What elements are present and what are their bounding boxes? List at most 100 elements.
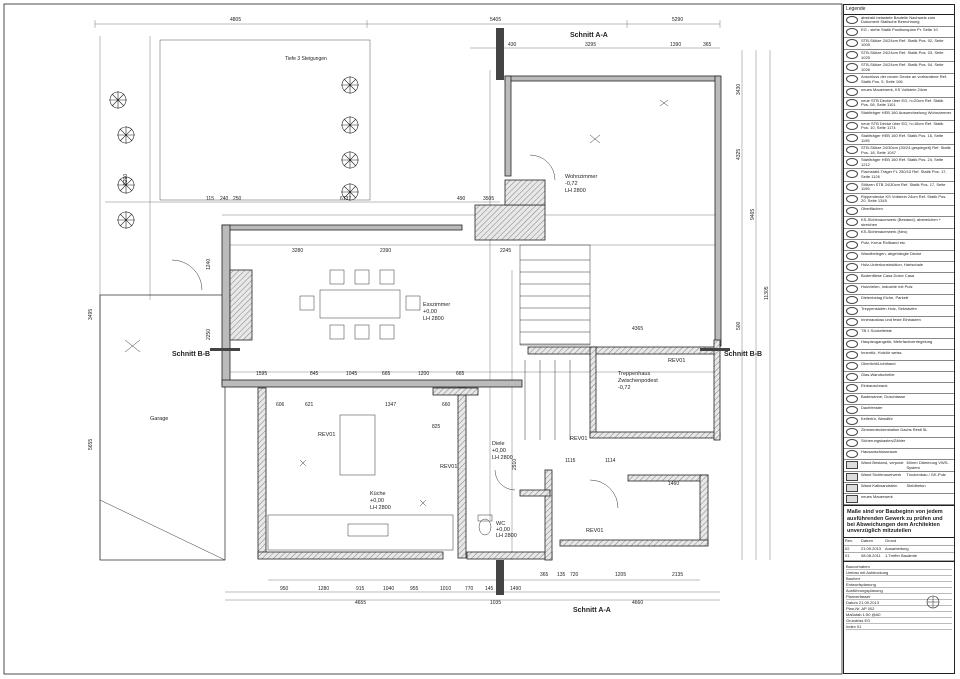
legend-item: Treppenstufen Holz, Setzstufen [844,306,954,318]
room-stair-sub: Zwischenpodest [618,378,658,384]
legend-item: Stahlträger HEB 160 Ref. Statik Pos. 24,… [844,157,954,170]
legend-item: Rippendecke KS Vollstein 24cm Ref. Stati… [844,194,954,207]
legend-text: Dielenbelag Eiche, Parkett [861,295,909,301]
dim-in-8: 665 [382,371,391,377]
dim-misc-7: 825 [432,424,441,430]
rev-mark-4: REV01 [586,528,603,534]
legend-item: Stützen STB 24/30cm Ref. Statik Pos. 17,… [844,182,954,194]
dim-right-4: 3430 [736,84,742,95]
floor-plan: 4805 5405 5290 430 3295 1390 365 115 240… [3,3,843,675]
dim-b2-2: 1035 [490,600,501,606]
dim-in-3: 2390 [380,248,391,254]
legend-text: neue STB Decke über EG, h=18cm Ref. Stat… [861,120,944,131]
wc-fixture [477,514,493,536]
rev-col-rev: Rev. [845,538,853,544]
legend-text: Oberflächen [861,206,883,212]
dim-right-5: 500 [736,321,742,330]
legend-symbol-icon [846,285,858,294]
dim-right-2: 9465 [750,209,756,220]
legend-symbol-icon [846,110,858,119]
wall-swatch-icon [846,473,858,482]
dim-in-4: 4365 [632,326,643,332]
legend-symbol-icon [846,38,858,47]
plant-icons [109,76,359,229]
section-aa-bottom: Schnitt A-A [573,607,611,614]
rev-col-date: Datum [861,538,873,544]
walls [221,75,722,561]
legend-text: Flachstahl-Träger FL 250/10 Ref. Statik … [861,169,947,180]
garage-light-icon [124,339,141,353]
legend-text: neue STB Decke über EG, h=20cm Ref. Stat… [861,97,944,108]
legend-item: STB-Stütze 24/24cm Ref. Statik Pos. 04, … [844,62,954,75]
dim-r2-3: 250 [233,196,242,202]
room-stair-level: -0,72 [618,385,631,391]
room-wc-level: +0,00 [496,527,510,533]
legend-item: Oberlicht/Lichtband [844,361,954,373]
section-markers [210,28,730,595]
legend-item: Sicherungskasten/Zähler [844,438,954,450]
dim-top2-3: 1390 [670,42,681,48]
rev-num: 01 [845,553,850,559]
room-kitchen-name: Küche [370,491,386,497]
dim-in-7: 1045 [346,371,357,377]
dim-top-2: 5405 [490,17,501,23]
wall-legend-item: neues Mauerwerk [844,494,954,506]
legend-item: Oberflächen [844,206,954,218]
dim-misc-8: 621 [305,402,314,408]
legend-symbol-icon [846,439,858,448]
legend-text: Sicherungskasten/Zähler [861,438,906,444]
legend-text: TB 1 Sockelleiste [861,328,892,334]
info-line: Bauherr [846,576,952,582]
revision-table: Rev. Datum Grund 02 21.09.2013 Ausarbeit… [844,538,954,562]
wall-swatch-icon [846,461,858,470]
legend-item: Flachstahl-Träger FL 250/10 Ref. Statik … [844,169,954,182]
legend-symbol-icon [846,428,858,437]
wall-legend-label: Wand Bestand, verputzt [861,460,904,466]
wall-legend-label: Wand Kalksandstein [861,483,898,489]
legend-text: Treppenstufen Holz, Setzstufen [861,306,917,312]
legend-text: Badewanne, Duschtasse [861,394,906,400]
legend-header: Legende [844,5,954,15]
legend-symbol-icon [846,63,858,72]
legend-symbol-icon [846,329,858,338]
info-line: Maßstab 1:50 @A0 [846,612,952,618]
legend-item: Dachfenster [844,405,954,417]
legend-text: Kellertür, Wandtür [861,416,893,422]
stair-note: Tiefe 3 Steigungen [285,56,327,62]
dim-misc-9: 606 [276,402,285,408]
legend-item: EG - siehe Statik Positionsplan Pr. Seit… [844,27,954,38]
light-fixtures [299,99,669,507]
info-line: Index 01 [846,624,952,630]
wall-swatch-icon [846,484,858,493]
north-arrow-icon [926,595,940,609]
legend-item: Anschluss der neuen Decke an vorhandene … [844,74,954,87]
room-hall-height: LH 2800 [492,455,513,461]
legend-text: Stützen STB 24/30cm Ref. Statik Pos. 17,… [861,181,946,192]
legend-symbol-icon [846,87,858,96]
legend-item: Stahlträger HEB 160 Ref. Statik Pos. 16,… [844,133,954,146]
legend-text: STB-Stütze 24/24cm Ref. Statik Pos. 04, … [861,62,944,72]
wall-legend-label: neues Mauerwerk [861,494,893,500]
legend-symbol-icon [846,133,858,142]
rev-mark-5: REV01 [668,358,685,364]
legend-symbol-icon [846,158,858,167]
legend-symbol-icon [846,263,858,272]
dim-left-5: 2250 [206,329,212,340]
room-labels: Wohnzimmer -0,72 LH 2800 Esszimmer +0,00… [370,174,658,539]
wall-legend-label: Wand Sichtmauerwerk [861,472,902,478]
dim-b1-10: 365 [540,572,549,578]
dim-in-2: 2245 [500,248,511,254]
legend-item: STB-Stütze 24/30cm (30/24 gespiegelt) Re… [844,145,954,158]
revision-header: Rev. Datum Grund [844,538,954,546]
dim-b1-14: 2135 [672,572,683,578]
revision-row: 01 08.08.2011 1.Treffer Bauämte [844,553,954,561]
legend-item: Stahlträger HEB 160 Auswechselung Wohnzi… [844,110,954,121]
wall-niche [229,269,253,341]
legend-symbol-icon [846,50,858,59]
legend-text: KS-Sichtmauerwerk (Neu) [861,229,908,235]
legend-text: Wandbelegen, abgehängte Decke [861,251,922,257]
legend-symbol-icon [846,194,858,203]
